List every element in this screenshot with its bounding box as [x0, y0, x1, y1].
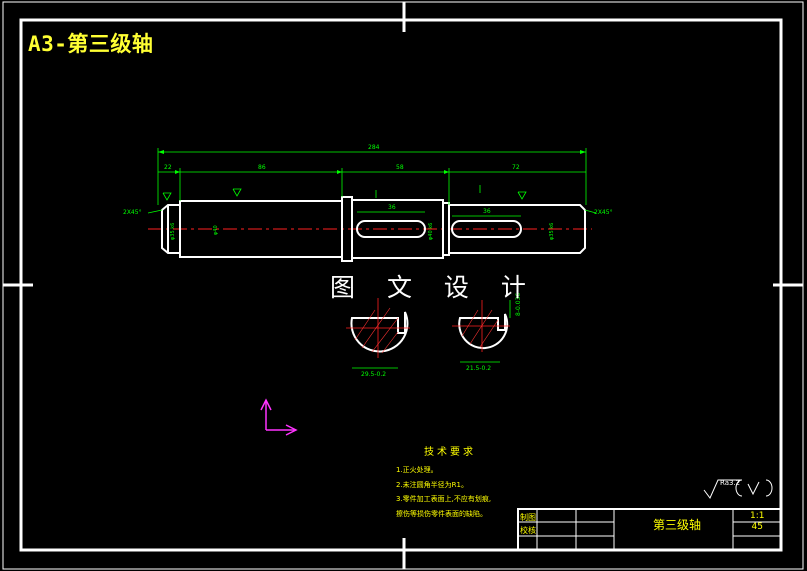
- keyway-2: [451, 220, 522, 238]
- dimension-arrows: [158, 150, 586, 174]
- roughness-symbol: [703, 479, 773, 499]
- svg-text:φ35 k6: φ35 k6: [170, 223, 176, 240]
- diameter-labels: φ35 k6 φ40 φ40 k6 φ35 k6: [170, 223, 555, 240]
- svg-text:φ40 k6: φ40 k6: [428, 223, 434, 240]
- section-view-1: [346, 298, 410, 369]
- surface-roughness-marks: [162, 185, 527, 201]
- dimension-lines: [147, 148, 597, 217]
- section-dim-1: 29.5-0.2: [361, 371, 386, 378]
- svg-text:φ35 k6: φ35 k6: [549, 223, 555, 240]
- dim-keyway-1: 36: [388, 204, 396, 211]
- tech-requirements-title: 技术要求: [424, 447, 476, 458]
- dim-chamfer-right: 2X45°: [594, 209, 613, 216]
- tech-requirement-item: 3.零件加工表面上,不应有划痕,: [396, 495, 492, 503]
- title-block-checked-label: 校核: [520, 526, 536, 535]
- title-block-drawn-label: 制图: [520, 513, 536, 522]
- dim-chamfer-left: 2X45°: [123, 209, 142, 216]
- section-width-2: 8-0.036: [515, 293, 522, 316]
- dim-overall: 284: [368, 144, 380, 151]
- dim-seg-2: 58: [396, 164, 404, 171]
- shaft-outline: [161, 196, 586, 262]
- dim-keyway-2: 36: [483, 208, 491, 215]
- title-block-scale: 1:1: [750, 511, 765, 521]
- section-view-2: [452, 300, 511, 363]
- title-block-scale-material: 1:1 45: [750, 511, 764, 533]
- watermark-text: 图 文 设 计: [330, 273, 538, 302]
- svg-text:φ40: φ40: [213, 225, 219, 235]
- dim-seg-left: 22: [164, 164, 172, 171]
- sheet-title: A3-第三级轴: [28, 32, 154, 56]
- dim-seg-3: 72: [512, 164, 520, 171]
- section-dim-2: 21.5-0.2: [466, 365, 491, 372]
- roughness-general-value: Ra3.2: [720, 479, 741, 487]
- tech-requirements-list: 1.正火处理。 2.未注圆角半径为R1。 3.零件加工表面上,不应有划痕, 擦伤…: [396, 463, 491, 521]
- title-block: [517, 508, 782, 551]
- ucs-icon: [260, 398, 298, 436]
- centering-marks: [3, 2, 803, 569]
- dim-seg-1: 86: [258, 164, 266, 171]
- tech-requirement-item: 擦伤等损伤零件表面的缺陷。: [396, 509, 487, 518]
- tech-requirement-item: 2.未注圆角半径为R1。: [396, 480, 468, 489]
- tech-requirement-item: 1.正火处理。: [396, 466, 438, 474]
- keyway-1: [356, 220, 426, 238]
- title-block-part-name: 第三级轴: [653, 518, 702, 532]
- title-block-material: 45: [751, 522, 763, 532]
